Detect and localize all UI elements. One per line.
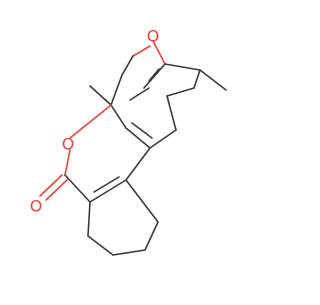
bond-furan-ch-ch (164, 63, 201, 71)
bond-carbonyl-2 (45, 178, 69, 201)
bond-furan-o-c (152, 40, 166, 65)
bond-carbonyl-1 (39, 174, 63, 197)
bond-benz-3 (110, 104, 127, 129)
bond-lactone-double (93, 176, 120, 193)
bond-furan-c-c (143, 63, 166, 89)
bond-furan-c-c-double (148, 68, 160, 82)
bond-benz-1 (121, 55, 134, 76)
bond-lactone-o-c (64, 149, 71, 176)
bond-benz-2 (110, 74, 123, 106)
bond-methyl-right (199, 69, 227, 91)
bond-methyl-left (89, 85, 112, 106)
furan-oxygen-label: O (147, 27, 160, 46)
bond-benz-inner-1 (129, 87, 150, 101)
bond-cyc-2 (87, 235, 114, 256)
carbonyl-oxygen-label: O (30, 197, 43, 216)
bond-benz-5 (149, 129, 177, 149)
bond-benz-6 (166, 95, 177, 131)
bond-furan-c4-c3a (166, 87, 195, 97)
bond-lactone-c-c3 (125, 147, 151, 181)
bond-furan-c3-c4 (193, 69, 201, 89)
molecule-structure: O O O (30, 27, 227, 256)
bond-lactone-c-c (64, 174, 91, 203)
structure-canvas: O O O (30, 27, 227, 256)
bond-benz-inner-2 (131, 122, 153, 139)
bond-cyc-3 (112, 249, 146, 256)
bond-cyc-4 (144, 221, 159, 251)
bond-cyc-1 (87, 201, 91, 237)
bond-benz-4 (125, 127, 151, 149)
bond-furan-o-c2 (132, 45, 151, 57)
bond-lactone-c-c2 (89, 179, 127, 203)
bond-cyc-5 (125, 179, 159, 223)
lactone-oxygen-label: O (62, 135, 75, 154)
bond-lactone-c-o (69, 104, 112, 139)
